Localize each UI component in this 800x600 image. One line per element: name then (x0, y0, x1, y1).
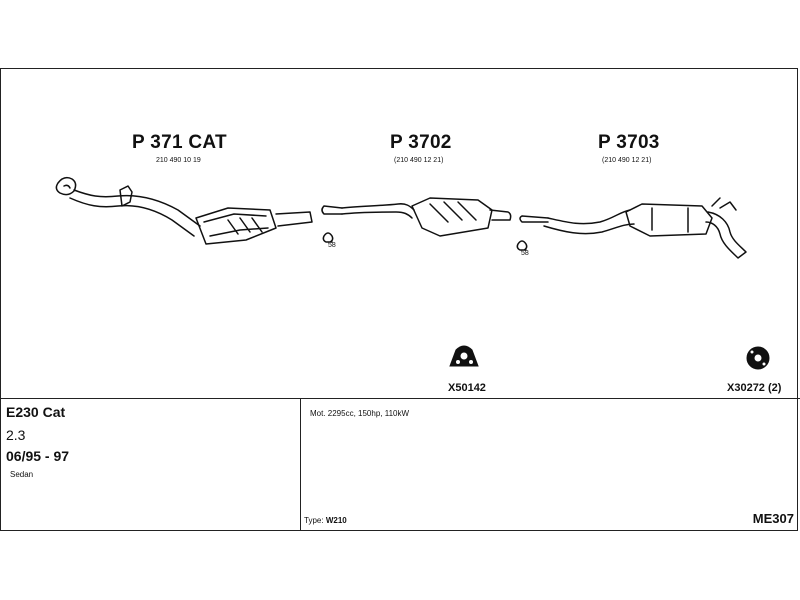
part-title-front: P 371 CAT (132, 132, 227, 153)
clamp-number: 58 (521, 250, 529, 257)
part-ref-front: 210 490 10 19 (156, 157, 201, 164)
diagram-code: ME307 (752, 511, 794, 526)
part-ref-rear: (210 490 12 21) (602, 157, 652, 164)
hanger-x50142-drawing (449, 345, 479, 367)
table-divider-horizontal (0, 398, 800, 399)
rear-silencer-drawing (519, 197, 747, 259)
front-pipe-catalyst-drawing (55, 176, 313, 245)
part-title-middle: P 3702 (390, 132, 452, 153)
production-years: 06/95 - 97 (6, 448, 70, 464)
body-type: Sedan (10, 470, 34, 479)
type-line: Type: W210 (304, 516, 347, 525)
part-title-rear: P 3703 (598, 132, 660, 153)
clamp-1-drawing (322, 232, 334, 243)
hanger-label: X50142 (448, 382, 486, 394)
hanger-label: X30272 (2) (727, 382, 782, 394)
table-divider-vertical (300, 399, 301, 531)
vehicle-model: E230 Cat (6, 404, 66, 420)
clamp-number: 58 (328, 242, 336, 249)
motor-specs: Mot. 2295cc, 150hp, 110kW (310, 409, 410, 418)
clamp-2-drawing (516, 240, 528, 251)
middle-silencer-drawing (321, 197, 512, 237)
diagram-frame (0, 68, 798, 531)
hanger-x30272-drawing (746, 346, 770, 370)
engine-size: 2.3 (6, 427, 26, 443)
part-ref-middle: (210 490 12 21) (394, 157, 444, 164)
type-value: W210 (325, 516, 347, 525)
type-label: Type: (304, 516, 324, 525)
